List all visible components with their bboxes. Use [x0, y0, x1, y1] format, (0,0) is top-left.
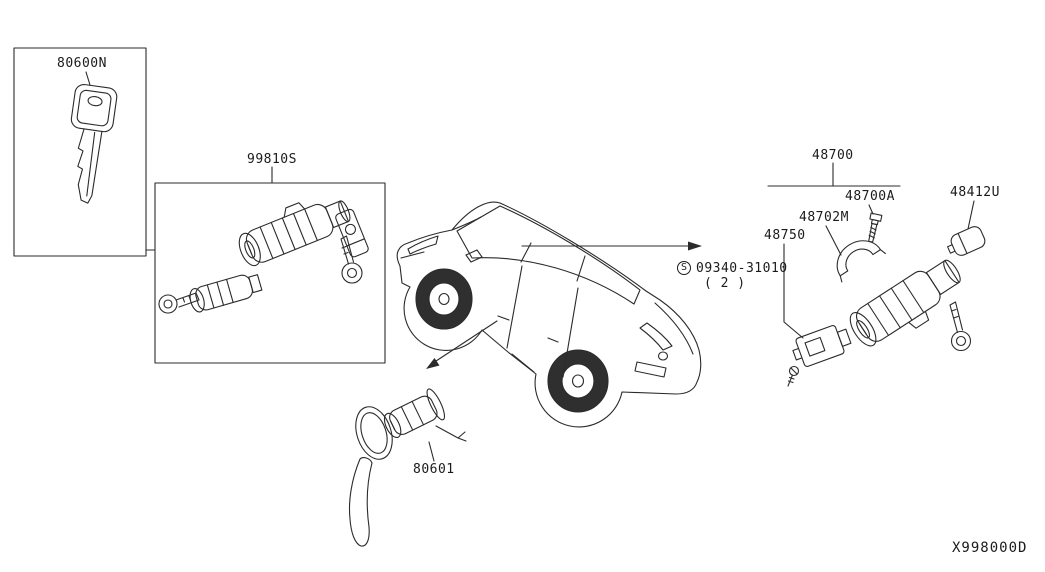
- column-clamp-drawing: [836, 240, 886, 283]
- key-blank-box: [13, 47, 147, 257]
- callout-steering-lock-clamp: 48702M: [799, 210, 849, 225]
- callout-key-interlock-switch: 48750: [764, 228, 806, 243]
- car-drawing: [396, 201, 702, 428]
- taillight: [639, 322, 673, 351]
- side-mirror: [465, 249, 483, 263]
- set-key-drawing: [340, 235, 363, 284]
- callout-key-cylinder-cap: 48412U: [950, 185, 1000, 200]
- callout-steering-lock-assy: 48700: [812, 148, 854, 163]
- door-lock-arrow: [432, 320, 498, 364]
- leader-lines: [85, 71, 975, 462]
- lock-cylinder-drawing: [189, 274, 263, 313]
- steering-key-drawing: [949, 301, 972, 352]
- lock-bracket-drawing: [335, 208, 369, 258]
- callout-door-lock-cylinder: 80601: [413, 462, 455, 477]
- lock-rod-drawing: [435, 425, 467, 442]
- door-lock-arrowhead: [426, 358, 440, 369]
- door-lock-cylinder-drawing: [383, 388, 446, 438]
- fastener-part-number: 09340-31010: [696, 261, 788, 276]
- callout-boxes: [13, 47, 386, 364]
- key-set-box: [154, 182, 386, 364]
- steering-lock-drawing: [849, 259, 961, 347]
- bolt-drawing: [868, 212, 883, 243]
- seal-ring-drawing: [355, 406, 393, 460]
- fastener-quantity: ( 2 ): [704, 276, 746, 291]
- ignition-lock-assembly-drawing: [238, 200, 351, 267]
- diagram-code: X998000D: [952, 540, 1028, 556]
- cylinder-cap-drawing: [947, 226, 986, 256]
- key-blank-drawing: [70, 83, 118, 204]
- car-greenhouse: [456, 205, 641, 305]
- interlock-switch-drawing: [792, 325, 852, 367]
- headlight: [407, 235, 439, 255]
- lower-key-drawing: [158, 292, 200, 314]
- car-body-outline: [396, 201, 702, 428]
- callout-steering-lock-bolt: 48700A: [845, 189, 895, 204]
- callout-key-set: 99810S: [247, 152, 297, 167]
- screw-symbol-icon: S: [677, 261, 691, 275]
- pointer-arrows: [426, 241, 702, 369]
- screw-drawing: [787, 365, 800, 387]
- ignition-arrowhead: [688, 241, 702, 251]
- seal-strap-drawing: [348, 457, 373, 547]
- callout-key-blank: 80600N: [57, 56, 107, 71]
